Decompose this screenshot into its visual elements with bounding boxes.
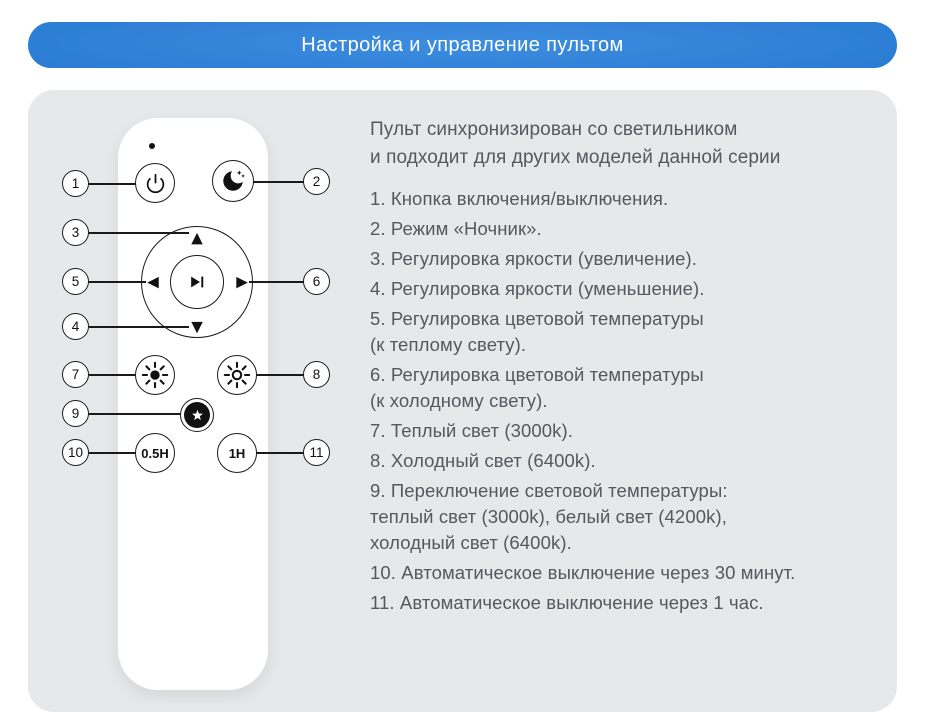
star-button-disc: [184, 402, 210, 428]
triangle-down-icon[interactable]: ▼: [191, 317, 203, 336]
callout-9: 9: [62, 400, 89, 427]
callout-7: 7: [62, 361, 89, 388]
center-button[interactable]: [170, 255, 224, 309]
triangle-up-icon[interactable]: ▲: [191, 228, 203, 247]
page-title: Настройка и управление пультом: [301, 33, 624, 56]
callout-6: 6: [303, 268, 330, 295]
instruction-text: теплый свет (3000k), белый свет (4200k),: [370, 506, 727, 527]
callout-line-9: [89, 413, 181, 415]
callout-line-2: [253, 181, 304, 183]
instruction-item: 3. Регулировка яркости (увеличение).: [370, 246, 885, 272]
callout-1: 1: [62, 170, 89, 197]
instructions-column: Пульт синхронизирован со светильником и …: [370, 116, 885, 620]
instruction-text: 5. Регулировка цветовой температуры: [370, 308, 704, 329]
instruction-text: 1. Кнопка включения/выключения.: [370, 188, 669, 209]
timer-1hour-label: 1H: [228, 445, 246, 461]
sun-filled-icon: [141, 361, 169, 389]
callout-5: 5: [62, 268, 89, 295]
instruction-item: 2. Режим «Ночник».: [370, 216, 885, 242]
instruction-text: 8. Холодный свет (6400k).: [370, 450, 596, 471]
warm-light-button[interactable]: [135, 355, 175, 395]
instruction-text: 3. Регулировка яркости (увеличение).: [370, 248, 698, 269]
callout-line-5: [89, 281, 146, 283]
instruction-text: 10. Автоматическое выключение через 30 м…: [370, 562, 796, 583]
callout-4: 4: [62, 313, 89, 340]
instructions-list: 1. Кнопка включения/выключения. 2. Режим…: [370, 186, 885, 616]
intro-paragraph: Пульт синхронизирован со светильником и …: [370, 116, 885, 172]
instruction-item: 8. Холодный свет (6400k).: [370, 448, 885, 474]
callout-8: 8: [303, 361, 330, 388]
header-banner: Настройка и управление пультом: [28, 22, 897, 68]
instruction-item: 5. Регулировка цветовой температуры (к т…: [370, 306, 885, 358]
instruction-item: 10. Автоматическое выключение через 30 м…: [370, 560, 885, 586]
callout-3: 3: [62, 219, 89, 246]
timer-30min-button[interactable]: 0.5H: [135, 433, 175, 473]
power-button[interactable]: [135, 163, 175, 203]
callout-line-6: [249, 281, 304, 283]
timer-1hour-button[interactable]: 1H: [217, 433, 257, 473]
intro-line-2: и подходит для других моделей данной сер…: [370, 147, 781, 168]
instruction-item: 9. Переключение световой температуры: те…: [370, 478, 885, 556]
instruction-text: 2. Режим «Ночник».: [370, 218, 542, 239]
callout-line-4: [89, 326, 189, 328]
instruction-text: 6. Регулировка цветовой температуры: [370, 364, 704, 385]
intro-line-1: Пульт синхронизирован со светильником: [370, 119, 738, 140]
night-mode-button[interactable]: [212, 160, 254, 202]
play-pause-icon: [191, 276, 204, 288]
temperature-toggle-button[interactable]: [180, 398, 214, 432]
triangle-left-icon[interactable]: ◀: [147, 272, 159, 291]
instruction-text: 7. Теплый свет (3000k).: [370, 420, 574, 441]
led-indicator: [149, 143, 155, 149]
sun-outline-icon: [223, 361, 251, 389]
content-panel: ▲ ▼ ◀ ▶: [28, 90, 897, 712]
instruction-item: 1. Кнопка включения/выключения.: [370, 186, 885, 212]
timer-30min-label: 0.5H: [141, 445, 169, 461]
instruction-item: 11. Автоматическое выключение через 1 ча…: [370, 590, 885, 616]
callout-10: 10: [62, 439, 89, 466]
instruction-item: 7. Теплый свет (3000k).: [370, 418, 885, 444]
instruction-item: 4. Регулировка яркости (уменьшение).: [370, 276, 885, 302]
callout-line-10: [89, 452, 136, 454]
callout-2: 2: [303, 168, 330, 195]
callout-11: 11: [303, 439, 330, 466]
callout-line-7: [89, 374, 136, 376]
instruction-text: (к теплому свету).: [370, 334, 527, 355]
remote-diagram: ▲ ▼ ◀ ▶: [28, 90, 388, 712]
callout-line-11: [256, 452, 304, 454]
instruction-text: 11. Автоматическое выключение через 1 ча…: [370, 592, 764, 613]
instruction-text: 9. Переключение световой температуры:: [370, 480, 728, 501]
power-icon: [146, 173, 164, 193]
star-icon: [191, 409, 203, 420]
instruction-text: холодный свет (6400k).: [370, 532, 572, 553]
callout-line-3: [89, 232, 189, 234]
instruction-text: 4. Регулировка яркости (уменьшение).: [370, 278, 705, 299]
triangle-right-icon[interactable]: ▶: [236, 272, 248, 291]
callout-line-1: [89, 183, 136, 185]
moon-stars-icon: [223, 170, 245, 191]
callout-line-8: [256, 374, 304, 376]
instruction-text: (к холодному свету).: [370, 390, 548, 411]
instruction-item: 6. Регулировка цветовой температуры (к х…: [370, 362, 885, 414]
cold-light-button[interactable]: [217, 355, 257, 395]
